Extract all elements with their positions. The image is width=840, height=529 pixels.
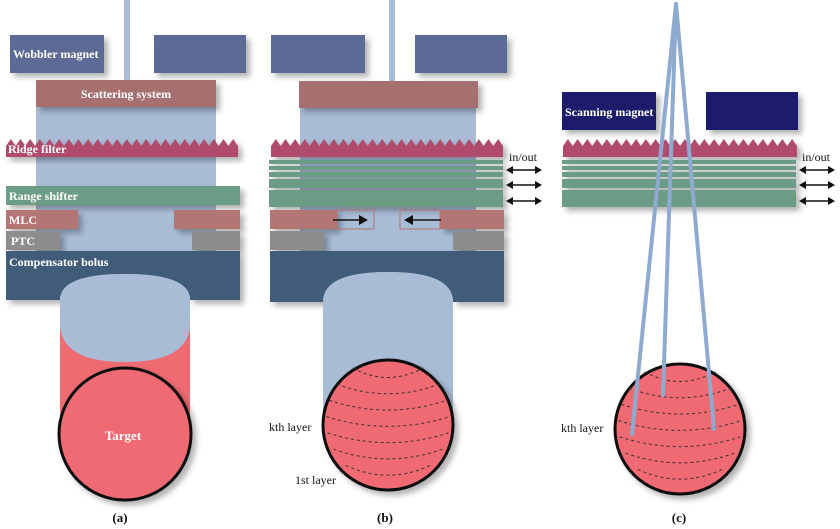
scattering-system — [299, 81, 478, 108]
wobbler-magnet-left — [10, 35, 104, 73]
wobbler-magnet-label: Wobbler magnet — [13, 47, 98, 61]
ptc-label: PTC — [11, 234, 35, 248]
kth-layer-label: kth layer — [561, 421, 603, 435]
mlc-left — [270, 210, 337, 229]
compensator-bolus — [6, 251, 240, 300]
range-shifter-plate — [269, 179, 503, 188]
ptc-right — [453, 231, 504, 250]
target — [57, 366, 193, 502]
range-shifter-plates — [269, 160, 503, 207]
energy-layers — [326, 367, 450, 476]
range-shifter-plate — [562, 160, 796, 164]
arrowhead — [799, 166, 835, 205]
ridge-filter-label: Ridge filter — [8, 142, 67, 156]
mlc-arrows — [333, 215, 441, 225]
range-shifter-label: Range shifter — [9, 189, 79, 203]
panel-c: Scanning magnet in/out kth layer (c) — [561, 2, 835, 525]
range-shifter — [6, 186, 240, 205]
compensator-bolus — [270, 251, 504, 302]
beam-line — [389, 0, 395, 82]
beam-under-bolus — [60, 274, 190, 362]
beam-spread — [36, 106, 216, 256]
1st-layer-label: 1st layer — [295, 473, 336, 487]
caption-a: (a) — [112, 510, 127, 525]
caption-c: (c) — [672, 510, 686, 525]
range-shifter-plate — [562, 166, 796, 170]
ptc-left — [6, 231, 60, 250]
range-shifter-plates — [562, 160, 796, 207]
compensator-bolus-label: Compensator bolus — [9, 255, 109, 269]
ridge-filter — [563, 139, 797, 157]
wobbler-magnet-right — [415, 35, 507, 73]
pencil-beams — [630, 2, 716, 436]
mlc-label: MLC — [9, 213, 37, 227]
scattering-system — [36, 80, 216, 107]
pencil-beam — [674, 2, 716, 431]
beam-line — [124, 0, 130, 82]
mlc-left — [6, 210, 78, 229]
range-shifter-plate — [562, 172, 796, 177]
in-out-arrows — [506, 166, 542, 205]
in-out-arrows — [799, 166, 835, 205]
panel-b: in/out kth layer 1st layer (b) — [269, 0, 542, 525]
range-shifter-plate — [269, 160, 503, 164]
in-out-label: in/out — [802, 150, 831, 164]
scanning-magnet-right — [706, 92, 798, 130]
range-shifter-plate — [562, 179, 796, 188]
energy-layer-line — [637, 468, 723, 480]
mlc-right — [174, 210, 240, 229]
scanning-magnet-left — [562, 92, 656, 130]
arrowhead — [506, 166, 542, 205]
ptc-right — [192, 231, 240, 250]
arrowhead — [359, 215, 368, 225]
wobbler-magnet-right — [154, 35, 246, 73]
range-shifter-plate — [562, 190, 796, 207]
energy-layer-line — [329, 399, 447, 411]
ridge-filter — [6, 139, 238, 157]
scattering-system-label: Scattering system — [81, 87, 171, 101]
mlc-right — [440, 210, 504, 229]
wobbler-magnet-left — [271, 35, 365, 73]
caption-b: (b) — [377, 510, 393, 525]
panel-a: Wobbler magnet Scattering system Ridge f… — [6, 0, 246, 525]
in-out-label: in/out — [509, 150, 538, 164]
energy-layer-line — [619, 436, 741, 448]
scanning-magnet-label: Scanning magnet — [565, 105, 653, 119]
target — [321, 358, 455, 492]
energy-layer-line — [345, 464, 431, 476]
energy-layer-line — [327, 432, 449, 444]
ptc-left — [270, 231, 324, 250]
arrowhead — [404, 215, 413, 225]
range-shifter-plate — [269, 172, 503, 177]
range-shifter-plate — [269, 166, 503, 170]
pencil-beam — [630, 2, 678, 436]
energy-layer-line — [333, 448, 443, 460]
ridge-filter — [271, 139, 503, 157]
energy-layer-line — [625, 452, 735, 464]
energy-layer-line — [352, 367, 424, 378]
kth-layer-label: kth layer — [269, 420, 311, 434]
pencil-beam — [661, 2, 678, 397]
energy-layer-line — [326, 416, 450, 427]
target-label: Target — [105, 428, 142, 443]
range-shifter-plate — [269, 190, 503, 207]
